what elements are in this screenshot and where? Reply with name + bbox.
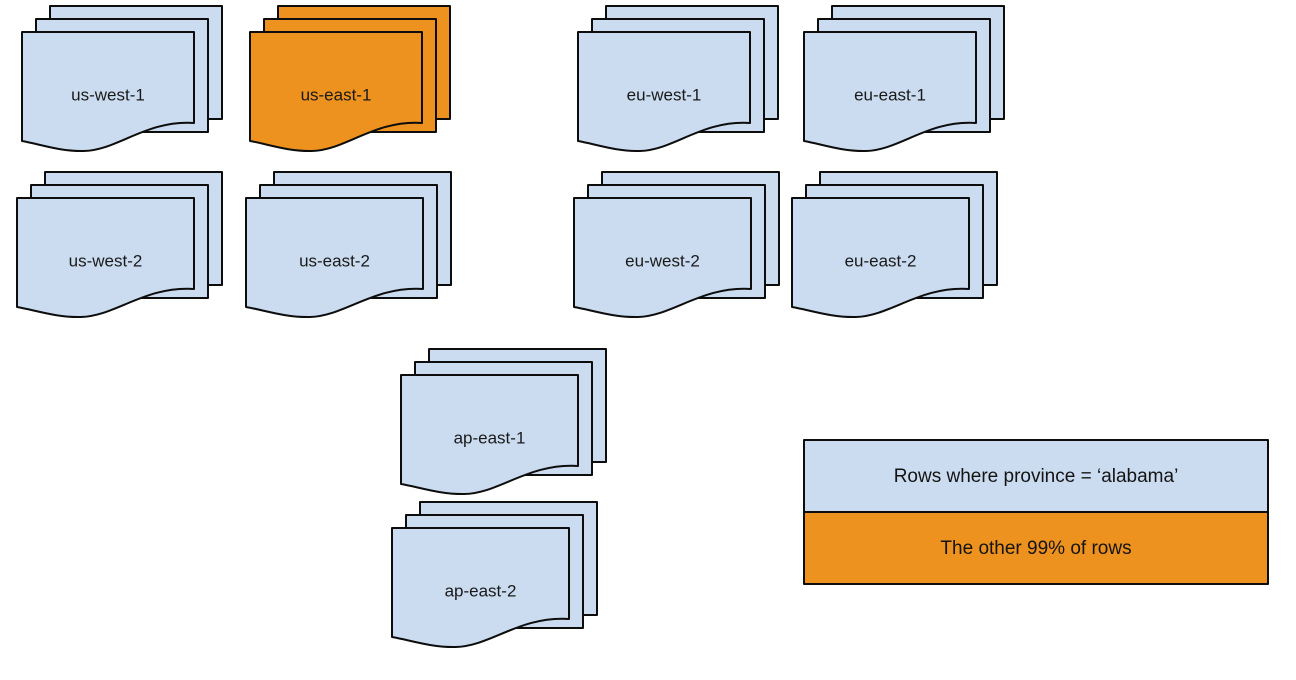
document-sheet-front [16,197,195,319]
document-stack-label-eu-west-2: eu-west-2 [625,251,700,270]
document-sheet-front [803,31,977,153]
document-sheet-front [577,31,751,153]
document-sheet-front [573,197,752,319]
document-sheet-front [245,197,424,319]
document-stack-label-eu-east-1: eu-east-1 [854,85,926,104]
document-stack-us-east-2[interactable]: us-east-2 [245,171,452,319]
document-stack-label-us-west-2: us-west-2 [69,251,143,270]
legend-row-normal-label: Rows where province = ‘alabama’ [894,466,1179,487]
document-stack-label-eu-east-2: eu-east-2 [845,251,917,270]
document-stack-us-east-1[interactable]: us-east-1 [249,5,451,153]
document-stack-eu-west-2[interactable]: eu-west-2 [573,171,780,319]
legend: Rows where province = ‘alabama’ The other… [803,439,1269,585]
document-stack-label-us-west-1: us-west-1 [71,85,145,104]
document-sheet-front [21,31,195,153]
document-stack-label-us-east-2: us-east-2 [299,251,370,270]
document-stack-us-west-2[interactable]: us-west-2 [16,171,223,319]
document-stack-eu-east-2[interactable]: eu-east-2 [791,171,998,319]
document-stack-label-ap-east-1: ap-east-1 [454,428,526,447]
document-sheet-front [391,527,570,649]
document-stack-ap-east-1[interactable]: ap-east-1 [400,348,607,496]
document-stack-label-ap-east-2: ap-east-2 [445,581,517,600]
document-stack-label-us-east-1: us-east-1 [301,85,372,104]
document-stack-ap-east-2[interactable]: ap-east-2 [391,501,598,649]
document-stack-eu-east-1[interactable]: eu-east-1 [803,5,1005,153]
document-sheet-front [791,197,970,319]
legend-row-highlight-label: The other 99% of rows [940,538,1131,559]
document-stack-eu-west-1[interactable]: eu-west-1 [577,5,779,153]
document-sheet-front [400,374,579,496]
legend-row-highlight-swatch [803,511,1269,585]
document-sheet-front [249,31,423,153]
document-stack-label-eu-west-1: eu-west-1 [627,85,702,104]
document-stack-us-west-1[interactable]: us-west-1 [21,5,223,153]
